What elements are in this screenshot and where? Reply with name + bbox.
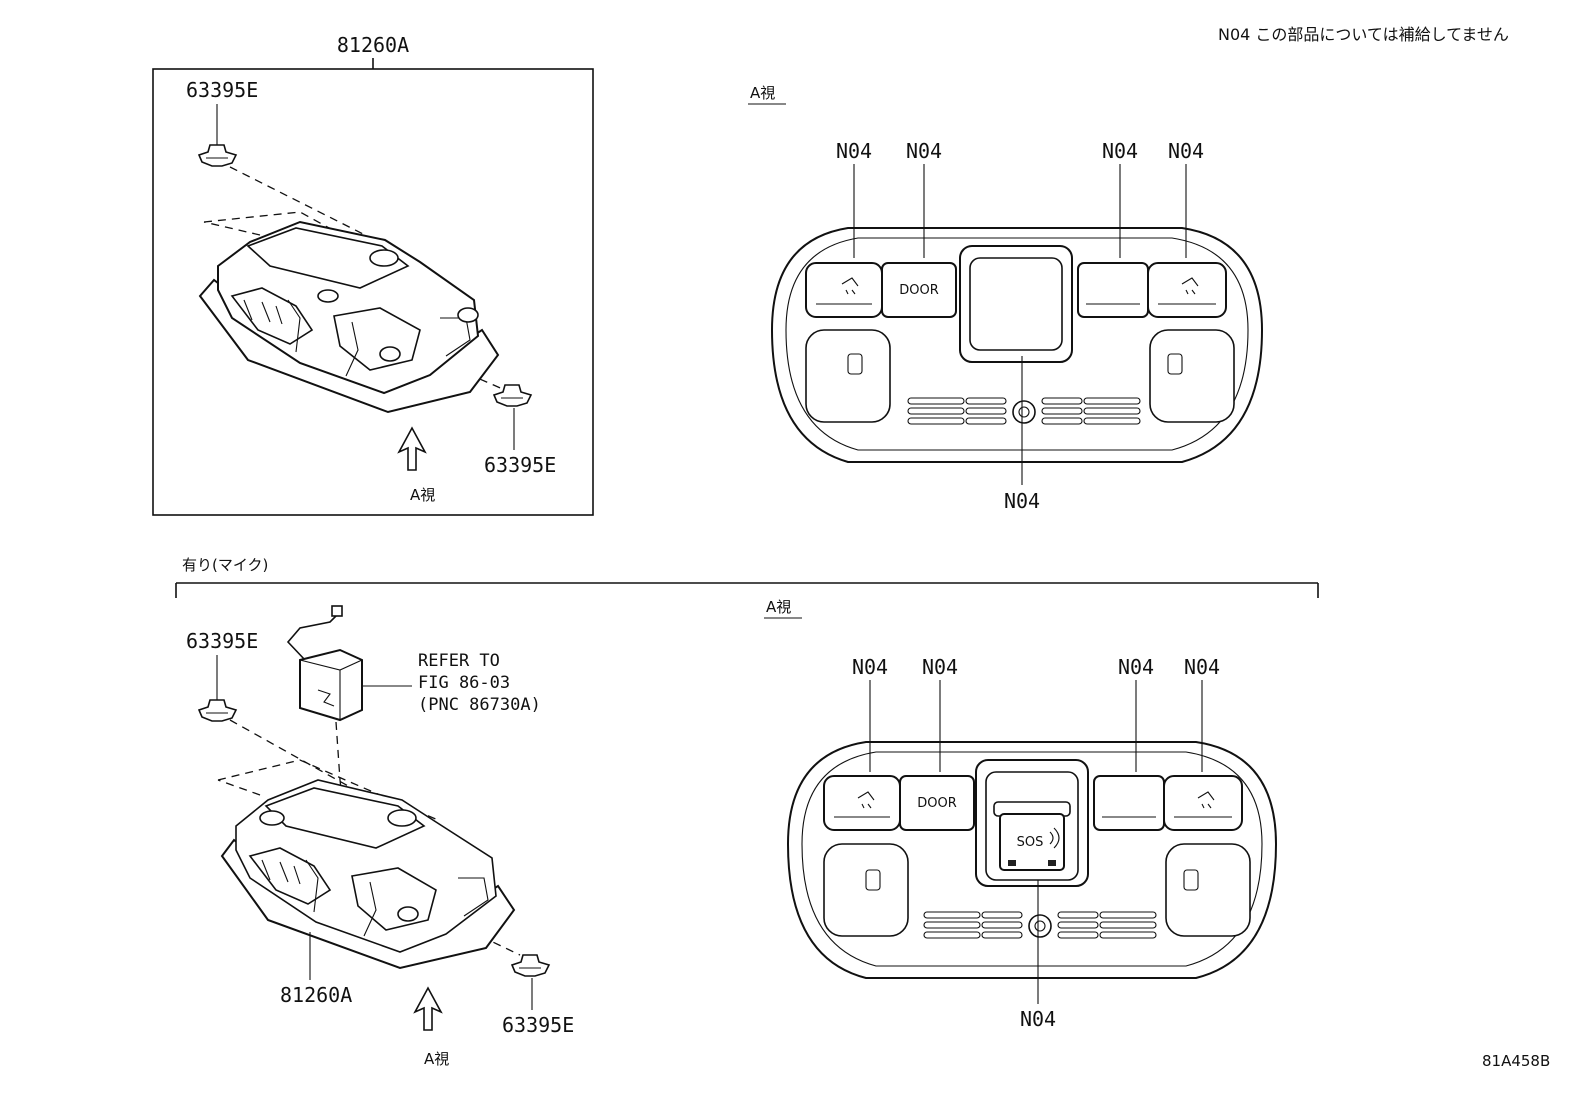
part-number-81260A[interactable]: 81260A	[337, 33, 409, 57]
refer-note-line1: REFER TO	[418, 651, 500, 671]
microphone-grille	[923, 911, 1157, 939]
map-light-button[interactable]	[823, 775, 901, 831]
clip-icon	[510, 954, 551, 977]
refer-note-line3: (PNC 86730A)	[418, 695, 541, 715]
console-detail-view: DOOR	[770, 227, 1264, 463]
door-button[interactable]: DOOR	[881, 262, 957, 318]
detail-view-title: A視	[766, 598, 791, 616]
map-light-icon	[1181, 277, 1199, 295]
part-number-63395E-lower[interactable]: 63395E	[484, 453, 556, 477]
map-light-button[interactable]	[1163, 775, 1243, 831]
svg-text:DOOR: DOOR	[899, 283, 939, 298]
sos-button[interactable]: SOS	[999, 813, 1065, 871]
signal-icon	[1049, 827, 1060, 849]
top-section: 81260A 63395E	[152, 33, 1264, 516]
clip-icon	[197, 699, 238, 722]
lamp-lens	[823, 843, 909, 937]
console-detail-view-with-sos: DOOR SOS	[786, 741, 1278, 979]
part-number-63395E-upper[interactable]: 63395E	[186, 629, 258, 653]
supply-note: N04 この部品については補給してません	[1218, 25, 1509, 44]
callout-n04[interactable]: N04	[1102, 139, 1138, 163]
dome-lamp-housing	[220, 779, 516, 970]
clip-icon	[197, 144, 238, 167]
blank-button[interactable]	[1077, 262, 1149, 318]
lamp-lens	[805, 329, 891, 423]
map-light-icon	[841, 277, 859, 295]
microphone-unit	[286, 605, 363, 722]
callout-n04[interactable]: N04	[852, 655, 888, 679]
figure-code: 81A458B	[1482, 1052, 1550, 1070]
clip-icon	[492, 384, 533, 407]
detail-view-title: A視	[750, 84, 775, 102]
callout-n04[interactable]: N04	[922, 655, 958, 679]
view-label: A視	[424, 1050, 449, 1068]
svg-text:DOOR: DOOR	[917, 796, 957, 811]
part-number-81260A[interactable]: 81260A	[280, 983, 352, 1007]
bottom-section: 有り(マイク) 63395E REFER TO FIG 86-03 (PNC 8…	[175, 556, 1319, 1068]
callout-n04[interactable]: N04	[1020, 1007, 1056, 1031]
view-label: A視	[410, 486, 435, 504]
microphone-grille	[907, 397, 1141, 425]
map-light-icon	[857, 791, 875, 809]
view-arrow-icon	[397, 426, 427, 471]
map-light-icon	[1197, 791, 1215, 809]
callout-n04[interactable]: N04	[1184, 655, 1220, 679]
callout-n04[interactable]: N04	[906, 139, 942, 163]
map-light-button[interactable]	[805, 262, 883, 318]
blank-button[interactable]	[1093, 775, 1165, 831]
dome-lamp-housing	[198, 220, 500, 414]
part-number-63395E-lower[interactable]: 63395E	[502, 1013, 574, 1037]
door-button[interactable]: DOOR	[899, 775, 975, 831]
svg-text:SOS: SOS	[1017, 835, 1044, 850]
part-number-63395E-upper[interactable]: 63395E	[186, 78, 258, 102]
callout-n04[interactable]: N04	[1118, 655, 1154, 679]
section-title: 有り(マイク)	[182, 556, 268, 574]
lamp-lens	[1149, 329, 1235, 423]
callout-n04[interactable]: N04	[836, 139, 872, 163]
callout-n04[interactable]: N04	[1004, 489, 1040, 513]
map-light-button[interactable]	[1147, 262, 1227, 318]
view-arrow-icon	[413, 986, 443, 1031]
lamp-lens	[1165, 843, 1251, 937]
refer-note-line2[interactable]: FIG 86-03	[418, 673, 510, 693]
callout-n04[interactable]: N04	[1168, 139, 1204, 163]
